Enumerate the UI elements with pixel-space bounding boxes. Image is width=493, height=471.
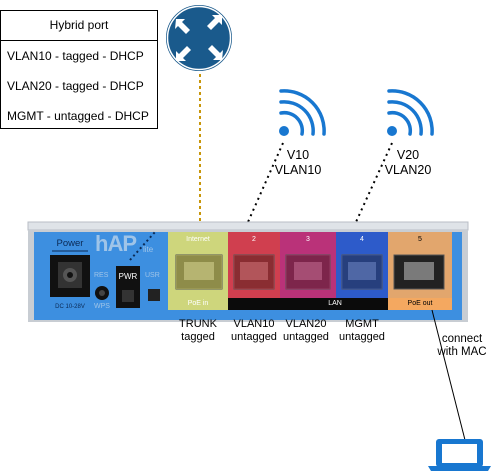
port-2-label: 2: [252, 236, 256, 243]
caption-line: connect: [441, 333, 483, 345]
port-3-label: 3: [306, 236, 310, 243]
hybrid-port-table: Hybrid port VLAN10 - tagged - DHCP VLAN2…: [0, 10, 158, 129]
port-4-label: 4: [360, 236, 364, 243]
port-2-caption: VLAN10 untagged: [224, 318, 284, 344]
caption-line: tagged: [181, 331, 215, 343]
router-icon: [164, 3, 234, 73]
wireless-vlan: VLAN20: [384, 163, 432, 177]
port-1-caption: TRUNK tagged: [168, 318, 228, 344]
usr-label: USR: [145, 272, 160, 279]
brand-logo: hAP: [95, 231, 137, 256]
wireless-ssid: V10: [286, 148, 310, 162]
wps-label: WPS: [94, 303, 110, 310]
wireless-vlan: VLAN10: [274, 163, 322, 177]
wireless-label-vlan10: V10 VLAN10: [262, 148, 334, 178]
wireless-label-vlan20: V20 VLAN20: [372, 148, 444, 178]
wireless-link-line: [247, 142, 284, 223]
caption-line: untagged: [283, 331, 329, 343]
hybrid-port-row: VLAN10 - tagged - DHCP: [7, 49, 144, 63]
poe-in-label: PoE in: [187, 300, 209, 307]
caption-line: VLAN20: [285, 318, 327, 330]
hybrid-port-row: MGMT - untagged - DHCP: [7, 109, 149, 123]
port-4-caption: MGMT untagged: [332, 318, 392, 344]
lan-label: LAN: [328, 300, 342, 307]
caption-line: with MAC: [437, 346, 487, 358]
poe-out-label: PoE out: [407, 300, 433, 307]
port-1-label: Internet: [186, 236, 210, 243]
caption-line: untagged: [339, 331, 385, 343]
port-3-caption: VLAN20 untagged: [276, 318, 336, 344]
wifi-icon: [387, 89, 434, 136]
wireless-link-line: [355, 142, 393, 223]
laptop-link-line: [431, 309, 466, 441]
hybrid-port-row: VLAN20 - tagged - DHCP: [7, 79, 144, 93]
laptop-caption: connect with MAC: [432, 333, 492, 359]
port-5-label: 5: [418, 236, 422, 243]
caption-line: untagged: [231, 331, 277, 343]
caption-line: MGMT: [345, 318, 379, 330]
caption-line: TRUNK: [179, 318, 217, 330]
reset-label: RES: [94, 272, 109, 279]
hap-lite-device: [27, 221, 469, 322]
power-label: Power: [56, 238, 84, 249]
hybrid-port-title: Hybrid port: [1, 11, 157, 41]
caption-line: VLAN10: [233, 318, 275, 330]
wireless-ssid: V20: [396, 148, 420, 162]
dc-voltage-label: DC 10-28V: [55, 304, 85, 310]
wifi-icon: [279, 89, 326, 136]
laptop-icon: [428, 439, 491, 471]
brand-suffix: lite: [143, 245, 154, 254]
pwr-label: PWR: [118, 272, 138, 281]
